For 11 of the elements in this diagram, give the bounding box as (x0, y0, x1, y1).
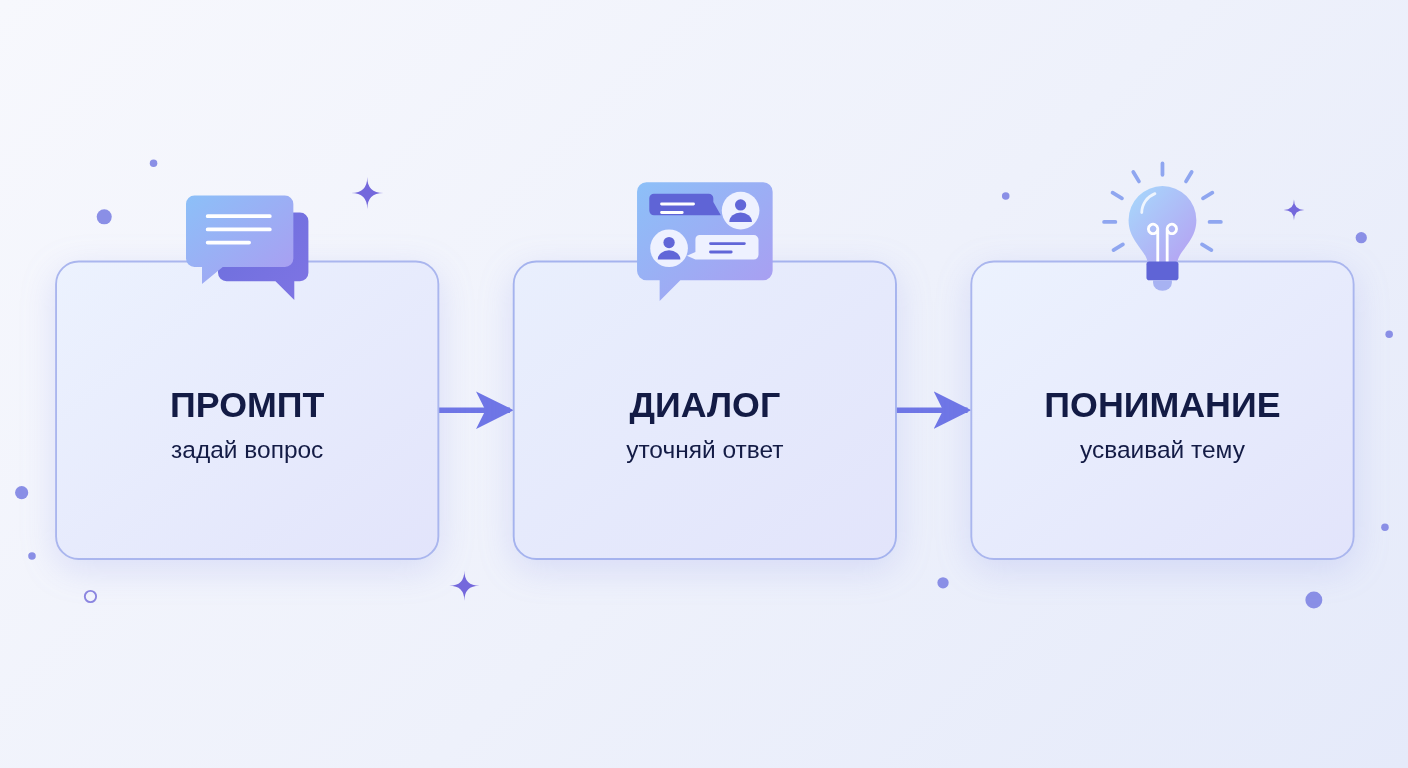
arrow (438, 391, 514, 430)
process-card (55, 260, 440, 560)
step-title: ПОНИМАНИЕ (1044, 384, 1281, 425)
arrow (896, 391, 972, 430)
step-subtitle: усваивай тему (1080, 435, 1245, 464)
step-subtitle: уточняй ответ (626, 435, 784, 464)
step-subtitle: задай вопрос (171, 435, 324, 464)
step-title: ПРОМПТ (170, 384, 325, 425)
process-card (512, 260, 897, 560)
process-card (970, 260, 1355, 560)
step-title: ДИАЛОГ (629, 384, 781, 425)
